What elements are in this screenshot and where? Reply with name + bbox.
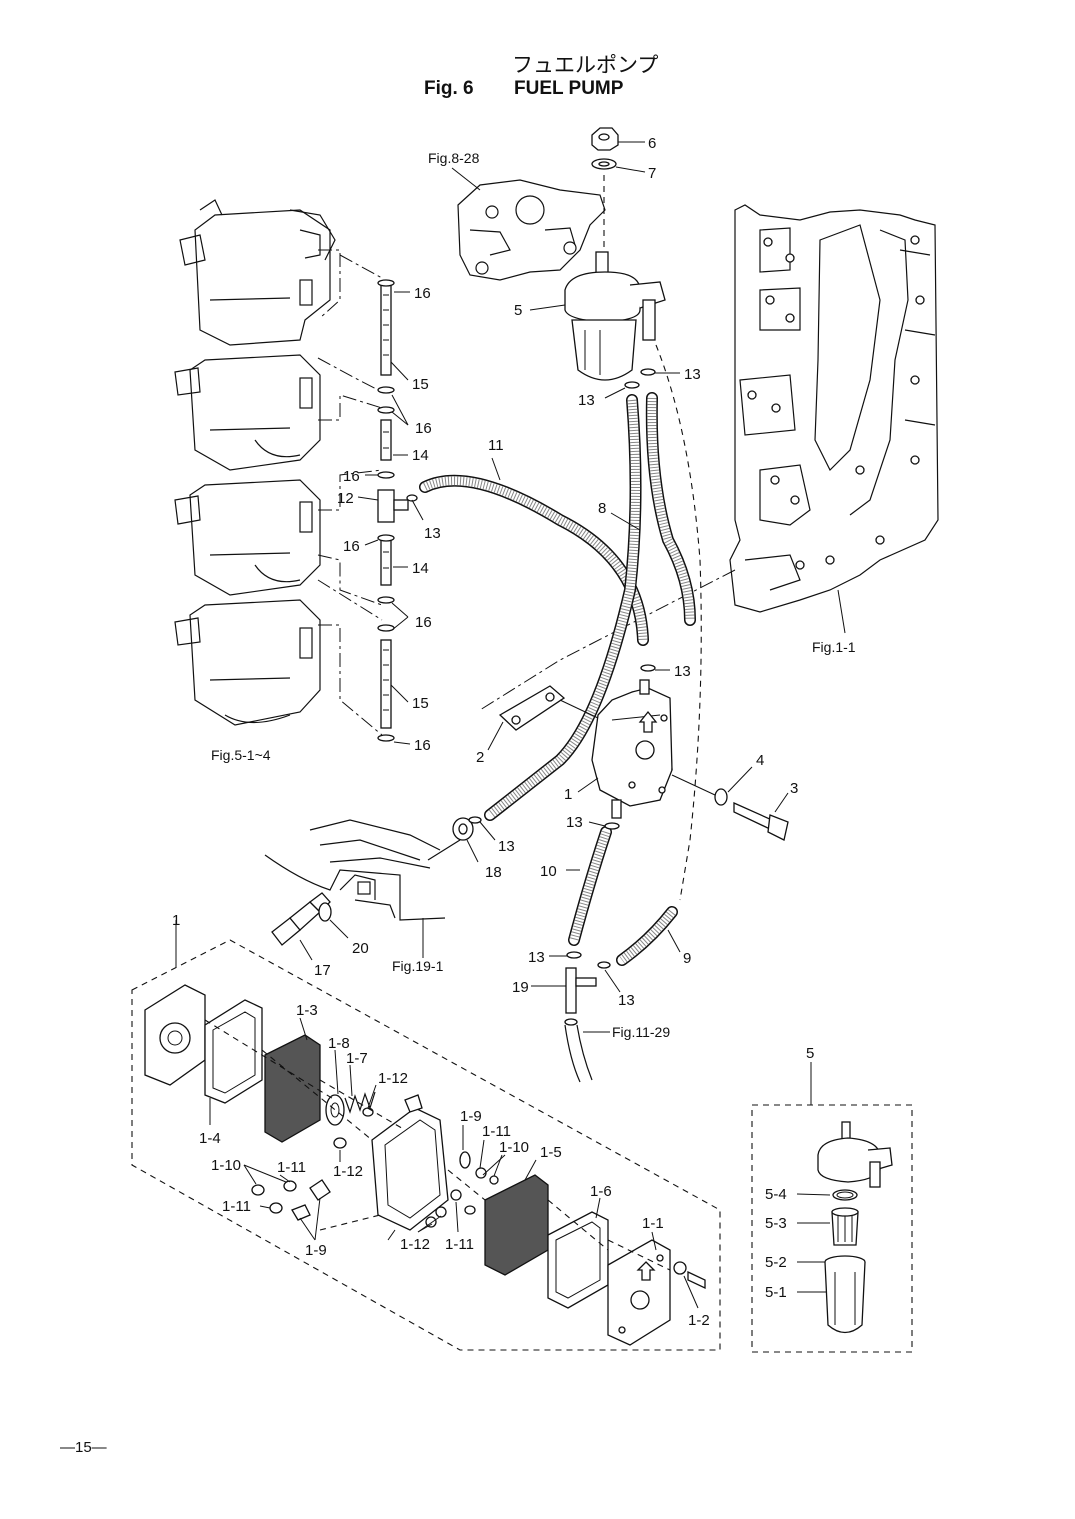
label-1-12: 1-12 xyxy=(333,1163,363,1180)
label-part-2: 2 xyxy=(476,749,484,766)
label-part-15: 15 xyxy=(412,695,429,712)
label-kit-1: 1 xyxy=(172,912,180,929)
label-part-13: 13 xyxy=(528,949,545,966)
fuel-filter-assembly xyxy=(529,251,666,381)
ref-fig-8-28: Fig.8-28 xyxy=(428,150,480,166)
cylinder-block-drawing xyxy=(174,199,383,736)
label-1-3: 1-3 xyxy=(296,1002,318,1019)
label-part-16: 16 xyxy=(415,420,432,437)
label-1-5: 1-5 xyxy=(540,1144,562,1161)
label-part-13: 13 xyxy=(618,992,635,1009)
label-5-4: 5-4 xyxy=(765,1186,787,1203)
label-1-10: 1-10 xyxy=(211,1157,241,1174)
label-part-16: 16 xyxy=(343,538,360,555)
label-part-11: 11 xyxy=(488,437,504,454)
label-part-18: 18 xyxy=(485,864,502,881)
label-1-11: 1-11 xyxy=(277,1159,306,1176)
cylinder-hose-column xyxy=(377,279,418,742)
engine-block-drawing xyxy=(479,204,939,711)
page-number: —15— xyxy=(60,1439,107,1456)
label-part-3: 3 xyxy=(790,780,798,797)
label-part-20: 20 xyxy=(352,940,369,957)
label-1-11: 1-11 xyxy=(482,1123,511,1140)
label-part-13: 13 xyxy=(424,525,441,542)
label-1-12: 1-12 xyxy=(400,1236,430,1253)
ref-fig-1-1: Fig.1-1 xyxy=(812,639,856,655)
label-part-9: 9 xyxy=(683,950,691,967)
leader-lines xyxy=(299,291,789,1033)
filter-bracket-drawing xyxy=(457,179,606,281)
label-1-11: 1-11 xyxy=(445,1236,474,1253)
label-part-7: 7 xyxy=(648,165,656,182)
label-part-8: 8 xyxy=(598,500,606,517)
label-5-3: 5-3 xyxy=(765,1215,787,1232)
label-part-16: 16 xyxy=(414,285,431,302)
label-part-19: 19 xyxy=(512,979,529,996)
label-1-12: 1-12 xyxy=(378,1070,408,1087)
lower-engine-drawing xyxy=(264,819,461,946)
part-labels: 6 7 5 13 13 16 15 16 14 16 12 13 16 14 1… xyxy=(314,135,798,1009)
label-part-13: 13 xyxy=(566,814,583,831)
label-part-15: 15 xyxy=(412,376,429,393)
label-part-12: 12 xyxy=(337,490,354,507)
label-5-2: 5-2 xyxy=(765,1254,787,1271)
fuel-pump-drawing xyxy=(452,368,789,1026)
filter-kit-exploded-view xyxy=(751,1062,913,1353)
label-part-10: 10 xyxy=(540,863,557,880)
label-part-14: 14 xyxy=(412,560,429,577)
label-part-13: 13 xyxy=(498,838,515,855)
label-1-1: 1-1 xyxy=(642,1215,664,1232)
ref-fig-19-1: Fig.19-1 xyxy=(392,958,444,974)
label-1-11: 1-11 xyxy=(222,1198,251,1215)
label-1-7: 1-7 xyxy=(346,1050,368,1067)
label-1-8: 1-8 xyxy=(328,1035,350,1052)
label-part-16: 16 xyxy=(414,737,431,754)
label-1-10: 1-10 xyxy=(499,1139,529,1156)
label-part-13: 13 xyxy=(674,663,691,680)
label-5-1: 5-1 xyxy=(765,1284,787,1301)
kit-labels: 1 1-3 1-8 1-7 1-12 1-4 1-12 1-9 1-11 1-1… xyxy=(172,912,814,1329)
label-1-2: 1-2 xyxy=(688,1312,710,1329)
nut-and-washer xyxy=(591,127,646,250)
pump-kit-exploded-view xyxy=(131,920,721,1351)
ref-fig-11-29: Fig.11-29 xyxy=(612,1024,670,1040)
label-part-17: 17 xyxy=(314,962,331,979)
label-part-5: 5 xyxy=(514,302,522,319)
label-kit-5: 5 xyxy=(806,1045,814,1062)
label-part-6: 6 xyxy=(648,135,656,152)
label-1-4: 1-4 xyxy=(199,1130,221,1147)
label-part-4: 4 xyxy=(756,752,764,769)
title-japanese: フュエルポンプ xyxy=(512,53,658,77)
label-1-9: 1-9 xyxy=(460,1108,482,1125)
label-1-6: 1-6 xyxy=(590,1183,612,1200)
fuel-hoses xyxy=(419,392,696,1083)
label-part-13: 13 xyxy=(684,366,701,383)
kit-leader-lines xyxy=(209,1017,699,1309)
label-part-14: 14 xyxy=(412,447,429,464)
label-1-9: 1-9 xyxy=(305,1242,327,1259)
label-part-13: 13 xyxy=(578,392,595,409)
figure-number: Fig. 6 xyxy=(424,78,474,99)
label-part-1: 1 xyxy=(564,786,572,803)
figure-title: FUEL PUMP xyxy=(514,78,624,99)
label-part-16: 16 xyxy=(415,614,432,631)
label-part-16: 16 xyxy=(343,468,360,485)
ref-fig-5-1-4: Fig.5-1~4 xyxy=(211,747,271,763)
